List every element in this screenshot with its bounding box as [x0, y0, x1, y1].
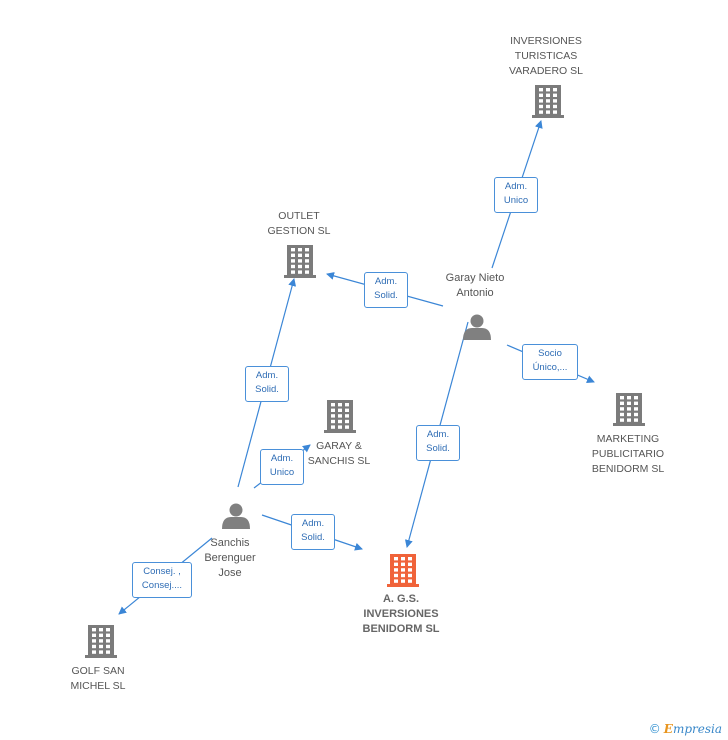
- person-icon[interactable]: [463, 314, 491, 341]
- company-name-label[interactable]: MARKETING PUBLICITARIO BENIDORM SL: [591, 433, 665, 475]
- building-icon[interactable]: [532, 85, 564, 118]
- company-name-label[interactable]: GOLF SAN MICHEL SL: [70, 665, 126, 692]
- company-name-label[interactable]: OUTLET GESTION SL: [267, 210, 331, 237]
- edge-role-label[interactable]: Adm. Solid.: [416, 425, 460, 461]
- person-icon[interactable]: [222, 503, 250, 530]
- person-name-label[interactable]: Garay Nieto Antonio: [445, 272, 505, 299]
- empresia-footer[interactable]: ©Empresia: [649, 722, 722, 736]
- building-icon[interactable]: [324, 400, 356, 433]
- company-name-label[interactable]: GARAY & SANCHIS SL: [307, 440, 371, 467]
- brand-name: mpresia: [672, 722, 722, 736]
- edge-role-label[interactable]: Adm. Unico: [494, 177, 538, 213]
- edge-role-label[interactable]: Adm. Solid.: [364, 272, 408, 308]
- building-icon[interactable]: [613, 393, 645, 426]
- company-name-label[interactable]: INVERSIONES TURISTICAS VARADERO SL: [509, 35, 583, 77]
- copyright-icon: ©: [648, 722, 661, 736]
- edge-role-label[interactable]: Adm. Solid.: [291, 514, 335, 550]
- person-name-label[interactable]: Sanchis Berenguer Jose: [204, 537, 256, 579]
- building-icon[interactable]: [85, 625, 117, 658]
- company-name-label[interactable]: A. G.S. INVERSIONES BENIDORM SL: [362, 593, 440, 635]
- edge-role-label[interactable]: Consej. , Consej....: [132, 562, 192, 598]
- edge-role-label[interactable]: Adm. Unico: [260, 449, 304, 485]
- edge-role-label[interactable]: Adm. Solid.: [245, 366, 289, 402]
- building-icon[interactable]: [284, 245, 316, 278]
- building-icon[interactable]: [387, 554, 419, 587]
- brand-initial: E: [663, 722, 673, 736]
- edge-role-label[interactable]: Socio Único,...: [522, 344, 578, 380]
